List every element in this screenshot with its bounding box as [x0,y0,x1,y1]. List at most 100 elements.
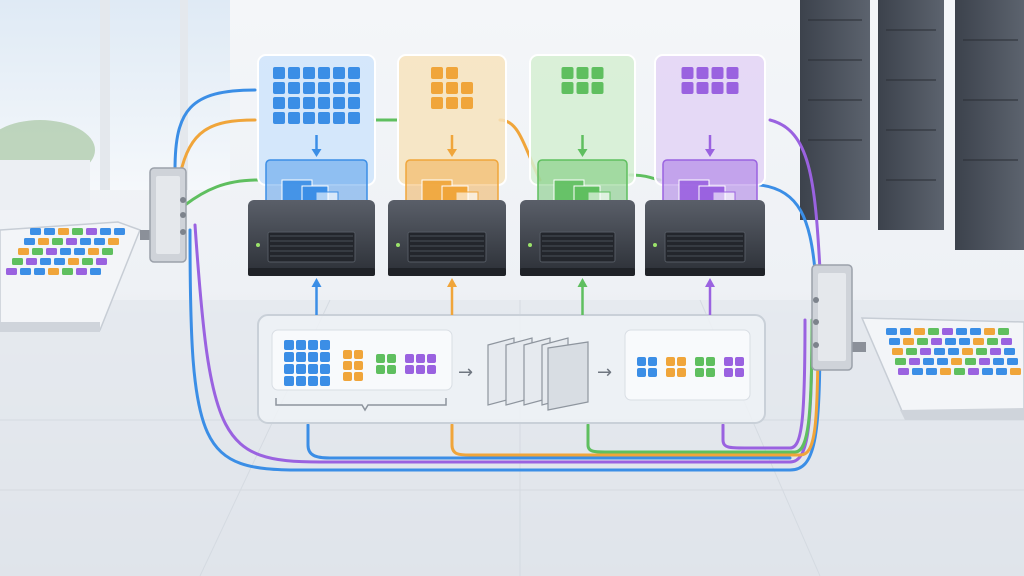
input-block [354,372,363,381]
planter [0,160,90,210]
input-block [354,350,363,359]
key [58,228,69,235]
data-block [318,97,330,109]
input-block [343,361,352,370]
input-block [343,350,352,359]
key [20,268,31,275]
cable-blue-top [173,88,257,172]
key [32,248,43,255]
input-block [308,376,318,386]
input-block [405,365,414,374]
key [44,228,55,235]
key [979,358,990,365]
key [954,368,965,375]
key [1007,358,1018,365]
input-block [296,340,306,350]
arrow-down-icon [311,149,322,157]
arrow-up-icon [447,278,457,287]
cable-green-down [586,318,814,454]
keyboard-panel-icon-left [0,221,152,332]
data-block [561,67,574,79]
input-block [376,365,385,374]
data-block [303,82,315,94]
data-block [726,82,739,94]
key [96,258,107,265]
output-block [735,357,744,366]
data-block [431,97,443,109]
input-block [343,372,352,381]
key [973,338,984,345]
key [926,368,937,375]
data-block [591,82,604,94]
data-block [333,112,345,124]
key [906,348,917,355]
key [945,338,956,345]
output-block [637,368,646,377]
output-blocks-box [624,329,751,401]
key [114,228,125,235]
key [18,248,29,255]
arrow-right-icon: → [458,362,473,383]
cable-blue-down [306,423,792,460]
data-block [288,82,300,94]
key [917,338,928,345]
key [52,238,63,245]
partition-blue [248,54,376,276]
output-block [637,357,646,366]
data-block [446,67,458,79]
key [942,328,953,335]
key [909,358,920,365]
data-block [273,112,285,124]
key [88,248,99,255]
key [959,338,970,345]
key [30,228,41,235]
key [1010,368,1021,375]
input-block [405,354,414,363]
cable-orange-down [450,328,820,457]
key [968,368,979,375]
input-block [427,354,436,363]
key [90,268,101,275]
switch-icon-left [149,167,187,263]
input-block [416,354,425,363]
key [920,348,931,355]
input-block [320,376,330,386]
key [80,238,91,245]
data-block [711,67,724,79]
key [889,338,900,345]
key [62,268,73,275]
input-block [284,364,294,374]
pipeline-panel: → → [257,314,766,424]
key [903,338,914,345]
input-bracket [275,398,447,412]
key [48,268,59,275]
data-block [288,67,300,79]
data-block [561,82,574,94]
cable-green-top [183,178,260,207]
key [60,248,71,255]
input-block [427,365,436,374]
transform-layer [547,341,589,411]
output-block [677,357,686,366]
output-block [724,368,733,377]
output-block [648,368,657,377]
key [86,228,97,235]
input-block [308,340,318,350]
output-block [666,368,675,377]
data-block [303,67,315,79]
input-block [308,364,318,374]
key [24,238,35,245]
key [914,328,925,335]
key [996,368,1007,375]
key [66,238,77,245]
output-block [648,357,657,366]
input-block [354,361,363,370]
key [923,358,934,365]
arrow-down-icon [705,149,715,157]
key [937,358,948,365]
input-block [416,365,425,374]
cable-purple-right [768,118,822,272]
key [970,328,981,335]
input-block [320,340,330,350]
